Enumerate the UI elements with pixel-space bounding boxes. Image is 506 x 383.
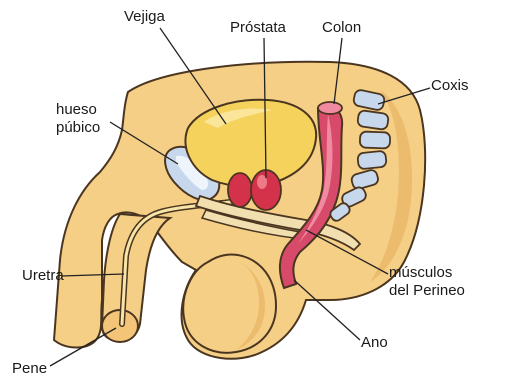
label-prostate: Próstata [230, 19, 286, 37]
label-colon: Colon [322, 19, 361, 37]
label-pubic-bone: hueso púbico [56, 101, 100, 137]
label-penis: Pene [12, 360, 47, 378]
label-anus: Ano [361, 334, 388, 352]
colon-opening [318, 102, 342, 114]
prostate-left-lobe [228, 173, 252, 207]
label-bladder: Vejiga [124, 8, 165, 26]
label-coccyx: Coxis [431, 77, 469, 95]
label-urethra: Uretra [22, 267, 64, 285]
label-perineum-muscles: músculos del Perineo [389, 264, 465, 300]
